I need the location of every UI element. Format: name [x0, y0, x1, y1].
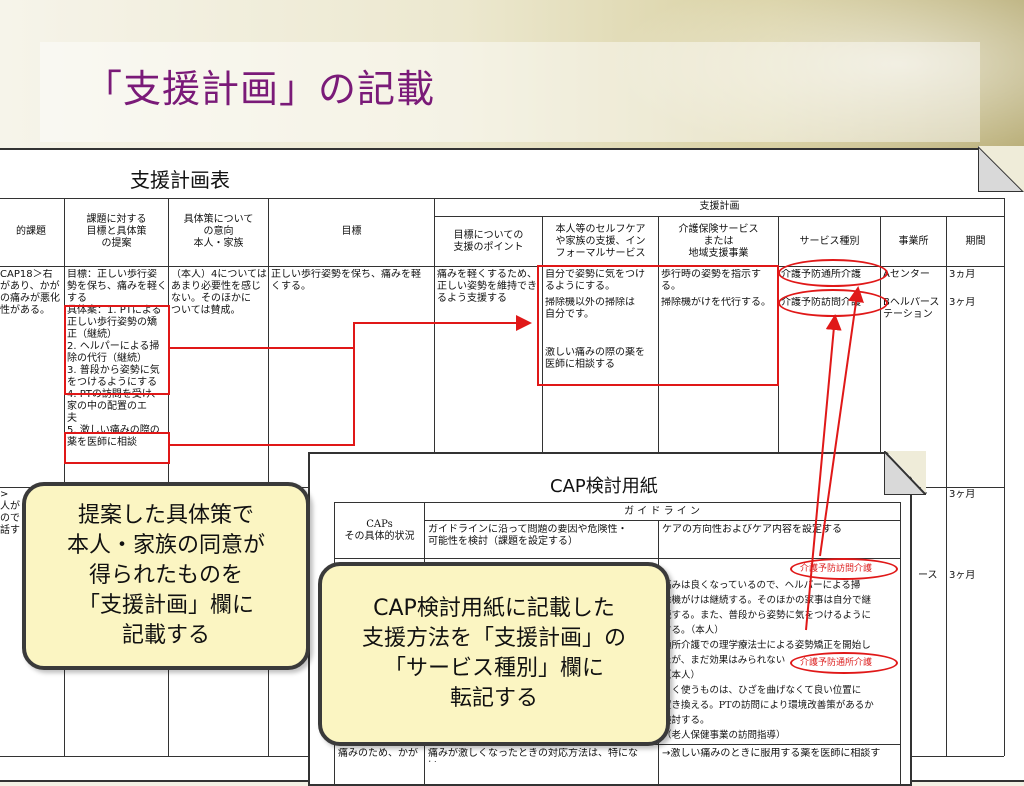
row2-period-1: 3ヶ月: [949, 489, 976, 500]
header-issue: 的課題: [16, 226, 46, 237]
col-care: ケアの方向性およびケア内容を設定する: [662, 524, 842, 535]
cap-sheet-fold-corner: [884, 451, 926, 495]
row1-office-1: Aセンター: [883, 269, 930, 280]
header-intent: 具体策について の意向 本人・家族: [183, 214, 254, 249]
arrow-cap-to-service-2: [819, 286, 864, 557]
care-line: する。（本人）: [662, 625, 724, 636]
header-support-plan: 支援計画: [699, 201, 740, 212]
grid-line: [64, 198, 65, 756]
care-line: 置き換える。PTの訪問により環境改善策があるか: [662, 700, 874, 711]
cap-sheet-title: CAP検討用紙: [550, 476, 658, 497]
row1-issue: CAP18＞右 があり、かが の痛みが悪化 性がある。: [0, 269, 60, 316]
arrow-cap-to-service-1: [805, 314, 842, 631]
arrow-proposal5-line: [168, 348, 355, 446]
row2-office-2: ース: [918, 570, 938, 581]
care-line: 除機がけは継続する。そのほかの家事は自分で継: [662, 595, 872, 606]
grid-line: [434, 216, 1004, 217]
title-banner: [0, 0, 1024, 160]
row2-issue: > 人が ので 話す: [0, 489, 20, 536]
grid-line: [424, 520, 900, 521]
grid-line: [168, 198, 169, 756]
plan-sheet-title: 支援計画表: [130, 168, 230, 192]
page-fold-corner: [978, 146, 1024, 192]
header-period: 期間: [965, 235, 986, 247]
guideline-header: ガ イ ド ラ イ ン: [624, 505, 700, 517]
bottom-caps-text: 痛みのため、かが: [338, 748, 418, 759]
annotation-visit-care-oval: [790, 558, 898, 580]
callout-right: CAP検討用紙に記載した 支援方法を「支援計画」の 「サービス種別」欄に 転記す…: [318, 562, 670, 746]
row1-period-2: 3ヶ月: [949, 297, 976, 308]
bottom-guideline-text: 痛みが激しくなったときの対応方法は、特にない。: [428, 748, 638, 762]
care-line: 通所介護での理学療法士による姿勢矯正を開始し: [662, 640, 871, 651]
grid-line: [334, 502, 900, 503]
care-line: （本人）: [662, 670, 701, 681]
row1-goal: 正しい歩行姿勢を保ち、痛みを軽 くする。: [271, 269, 421, 292]
header-selfcare: 本人等のセルフケア や家族の支援、イン フォーマルサービス: [555, 223, 646, 259]
care-line: 続する。また、普段から姿勢に気をつけるように: [662, 610, 872, 621]
row1-insurance-2: 掃除機がけを代行する。: [661, 297, 771, 308]
highlight-proposal-1-3: [64, 305, 170, 395]
col-guideline: ガイドラインに沿って問題の要因や危険性・ 可能性を検討（課題を設定する）: [428, 524, 628, 547]
grid-line: [0, 198, 1004, 199]
row1-selfcare-2: 掃除機以外の掃除は 自分です。: [545, 297, 635, 320]
row1-selfcare-3: 激しい痛みの際の薬を 医師に相談する: [545, 347, 645, 370]
grid-line: [900, 502, 901, 784]
row1-office-2: Bヘルパース テーション: [883, 297, 940, 320]
care-line: 検討する。: [662, 715, 710, 726]
col-caps: CAPs その具体的状況: [344, 518, 415, 542]
annotation-day-care-oval: [790, 652, 898, 674]
grid-line: [268, 198, 269, 756]
bottom-care-text: →激しい痛みのときに服用する薬を医師に相談す: [662, 748, 881, 759]
grid-line: [946, 216, 947, 756]
arrow-proposal-to-selfcare: [168, 315, 532, 349]
care-line: よく使うものは、ひざを曲げなくて良い位置に: [662, 685, 862, 696]
grid-line: [1004, 198, 1005, 756]
highlight-proposal-5: [64, 432, 170, 464]
highlight-service-1: [778, 259, 888, 287]
header-proposal: 課題に対する 目標と具体策 の提案: [86, 214, 147, 249]
care-line: たが、まだ効果はみられない: [662, 655, 786, 666]
page-title: 「支援計画」の記載: [84, 67, 436, 111]
callout-left: 提案した具体策で 本人・家族の同意が 得られたものを 「支援計画」欄に 記載する: [22, 482, 310, 670]
header-service-type: サービス種別: [799, 235, 860, 247]
header-point: 目標についての 支援のポイント: [453, 229, 524, 253]
header-goal: 目標: [341, 226, 362, 237]
care-content: 痛みは良くなっているので、ヘルパーによる掃除機がけは継続する。そのほかの家事は自…: [662, 578, 898, 742]
annotation-day-care: 介護予防通所介護: [800, 658, 873, 668]
header-office: 事業所: [898, 235, 929, 247]
grid-line: [0, 266, 1004, 267]
row1-insurance-1: 歩行時の姿勢を指示す る。: [661, 269, 761, 292]
row1-intent: （本人）4については あまり必要性を感じ ない。そのほかに ついては賛成。: [171, 269, 267, 316]
row1-point: 痛みを軽くするため、 正しい姿勢を維持でき るよう支援する: [437, 269, 537, 304]
row1-selfcare-1: 自分で姿勢に気をつけ るようにする。: [545, 269, 645, 292]
header-insurance: 介護保険サービス または 地域支援事業: [678, 223, 759, 259]
highlight-selfcare-insurance: [537, 265, 779, 386]
banner-glow: [604, 0, 1024, 160]
row2-period-2: 3ヶ月: [949, 570, 976, 581]
annotation-visit-care: 介護予防訪問介護: [800, 564, 873, 574]
row1-period-1: 3ヵ月: [949, 269, 976, 280]
care-line: 痛みは良くなっているので、ヘルパーによる掃: [662, 580, 861, 591]
grid-line: [334, 558, 900, 559]
care-line: （老人保健事業の訪問指導）: [662, 730, 786, 741]
connector-arrows: [168, 286, 864, 631]
